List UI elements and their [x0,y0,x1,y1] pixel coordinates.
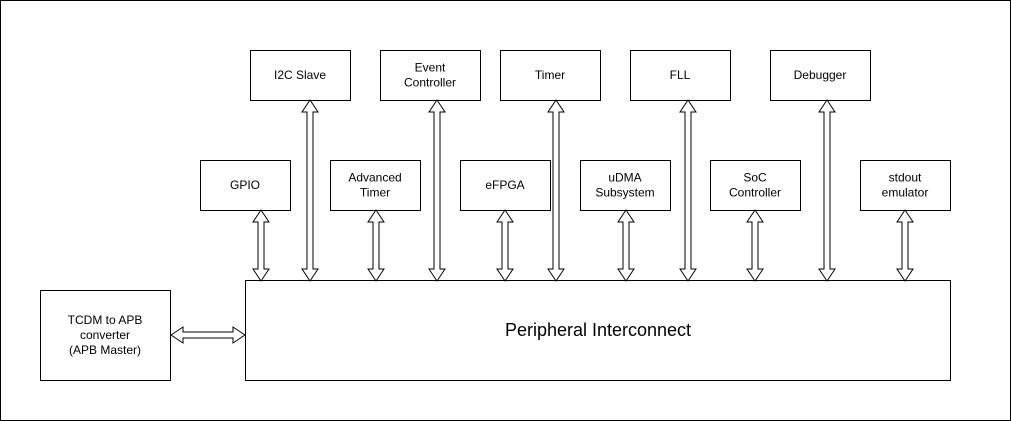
timer-block: Timer [500,50,601,101]
event-label-line-2: Controller [404,76,456,90]
i2c-label-line-1: I2C Slave [274,68,326,82]
apb-master-arrow [170,326,246,344]
soc-ctrl-arrow [746,209,764,282]
efpga-label-line-1: eFPGA [485,178,524,192]
stdout-label-line-1: stdout [889,171,922,185]
event-arrow [428,99,446,282]
event-label-line-1: Event [415,61,446,75]
peripheral-interconnect-block: Peripheral Interconnect [245,280,951,381]
i2c-block: I2C Slave [250,50,351,101]
gpio-block: GPIO [200,160,291,211]
timer-label-line-1: Timer [535,68,565,82]
i2c-arrow [301,99,319,282]
adv-timer-label-line-2: Timer [360,186,390,200]
efpga-block: eFPGA [460,160,551,211]
udma-label-line-1: uDMA [608,171,641,185]
adv-timer-arrow [367,209,385,282]
efpga-arrow [496,209,514,282]
timer-arrow [547,99,565,282]
gpio-label-line-1: GPIO [230,178,260,192]
adv-timer-label-line-1: Advanced [348,171,401,185]
peripheral-interconnect-label: Peripheral Interconnect [505,320,691,340]
apb-master-line-3: (APB Master) [69,343,141,357]
debugger-arrow [818,99,836,282]
soc-ctrl-label-line-1: SoC [743,171,767,185]
fll-arrow [679,99,697,282]
gpio-arrow [252,209,270,282]
soc-ctrl-label-line-2: Controller [729,186,781,200]
stdout-arrow [896,209,914,282]
fll-label-line-1: FLL [670,68,691,82]
apb-master-line-1: TCDM to APB [68,313,143,327]
udma-label-line-2: Subsystem [595,186,654,200]
stdout-label-line-2: emulator [882,186,929,200]
apb-master-block: TCDM to APB converter (APB Master) [40,290,171,381]
debugger-block: Debugger [770,50,871,101]
debugger-label-line-1: Debugger [794,68,847,82]
fll-block: FLL [630,50,731,101]
udma-arrow [617,209,635,282]
apb-master-line-2: converter [80,328,130,342]
